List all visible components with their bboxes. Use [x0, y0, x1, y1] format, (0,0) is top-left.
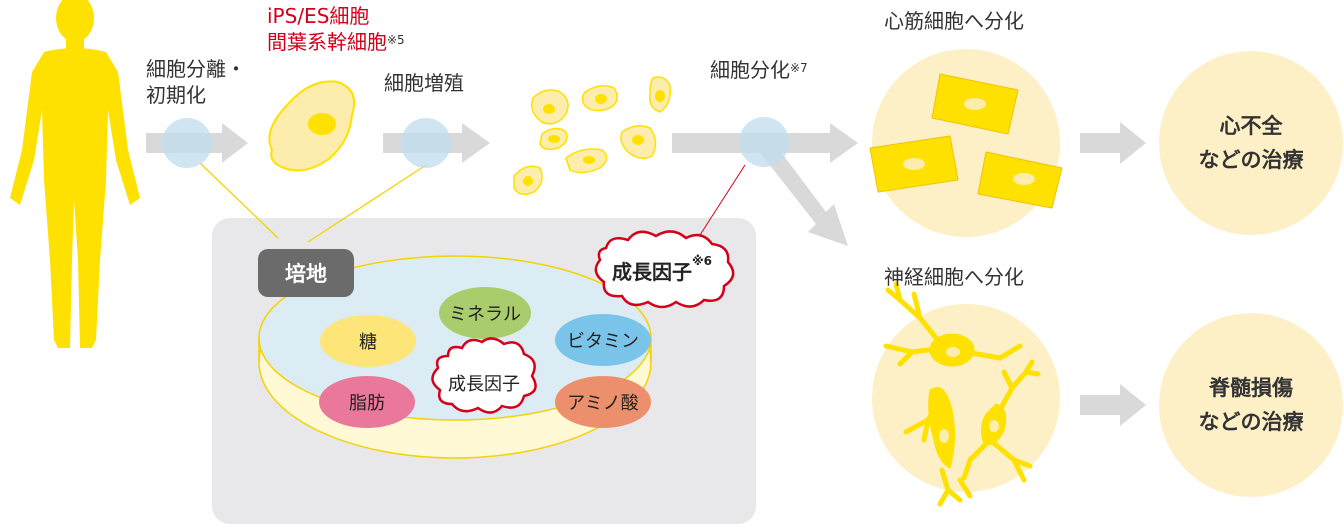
growth-factor-note: ※6	[692, 254, 713, 268]
vitamin-oval	[555, 314, 651, 366]
neural-treatment-circle	[1159, 313, 1343, 497]
differentiation-text: 細胞分化	[710, 58, 790, 82]
cardiac-cells	[869, 73, 1063, 209]
differentiation-note: ※7	[790, 61, 808, 75]
stem-cell-line2: 間葉系幹細胞	[267, 30, 387, 54]
process-circle	[401, 118, 451, 168]
neural-treatment-line1: 脊髄損傷	[1209, 376, 1293, 400]
growth-factor-label: 成長因子※6	[612, 254, 713, 285]
process-circle	[739, 117, 789, 167]
stem-cell-line1: iPS/ES細胞	[267, 4, 370, 28]
fat-oval	[319, 376, 415, 428]
neural-treatment: 脊髄損傷 などの治療	[1161, 371, 1341, 439]
sugar-oval	[320, 315, 416, 367]
proliferation-label: 細胞増殖	[384, 71, 464, 95]
connector-line	[699, 164, 746, 236]
growth-factor-dish-label: 成長因子	[448, 374, 520, 395]
isolation-label: 細胞分離・ 初期化	[146, 56, 246, 108]
neural-circle	[872, 304, 1060, 492]
stem-cell-label: iPS/ES細胞 間葉系幹細胞※5	[267, 3, 405, 55]
proliferated-cells	[513, 76, 672, 195]
neuron-nuclei	[939, 347, 999, 443]
isolation-line1: 細胞分離・	[146, 57, 246, 81]
amino-acid-label: アミノ酸	[567, 393, 639, 414]
human-silhouette	[10, 0, 140, 348]
growth-factor-cloud	[431, 337, 537, 414]
vitamin-label: ビタミン	[567, 331, 639, 352]
cardiac-treatment-circle	[1159, 51, 1343, 235]
amino-acid-oval	[555, 376, 651, 428]
cardiac-treatment-line1: 心不全	[1219, 114, 1283, 138]
medium-tag: 培地	[258, 249, 354, 297]
isolation-line2: 初期化	[146, 83, 206, 107]
connector-line	[199, 162, 279, 239]
connector-line	[307, 164, 427, 243]
growth-factor-label-cloud	[594, 230, 735, 309]
neural-title: 神経細胞へ分化	[884, 265, 1024, 289]
cardiac-title: 心筋細胞へ分化	[884, 9, 1024, 33]
neural-treatment-line2: などの治療	[1198, 410, 1304, 434]
cardiac-treatment-line2: などの治療	[1198, 148, 1304, 172]
cell-nuclei	[523, 90, 665, 186]
fat-label: 脂肪	[349, 393, 385, 414]
stem-cell	[268, 80, 356, 172]
process-circle	[162, 118, 212, 168]
stem-cell-note: ※5	[387, 33, 405, 47]
cardiac-treatment: 心不全 などの治療	[1161, 109, 1341, 177]
differentiation-label: 細胞分化※7	[710, 57, 808, 83]
mineral-label: ミネラル	[449, 304, 521, 325]
sugar-label: 糖	[359, 332, 377, 353]
growth-factor-text: 成長因子	[612, 260, 692, 284]
mineral-oval	[439, 287, 531, 339]
